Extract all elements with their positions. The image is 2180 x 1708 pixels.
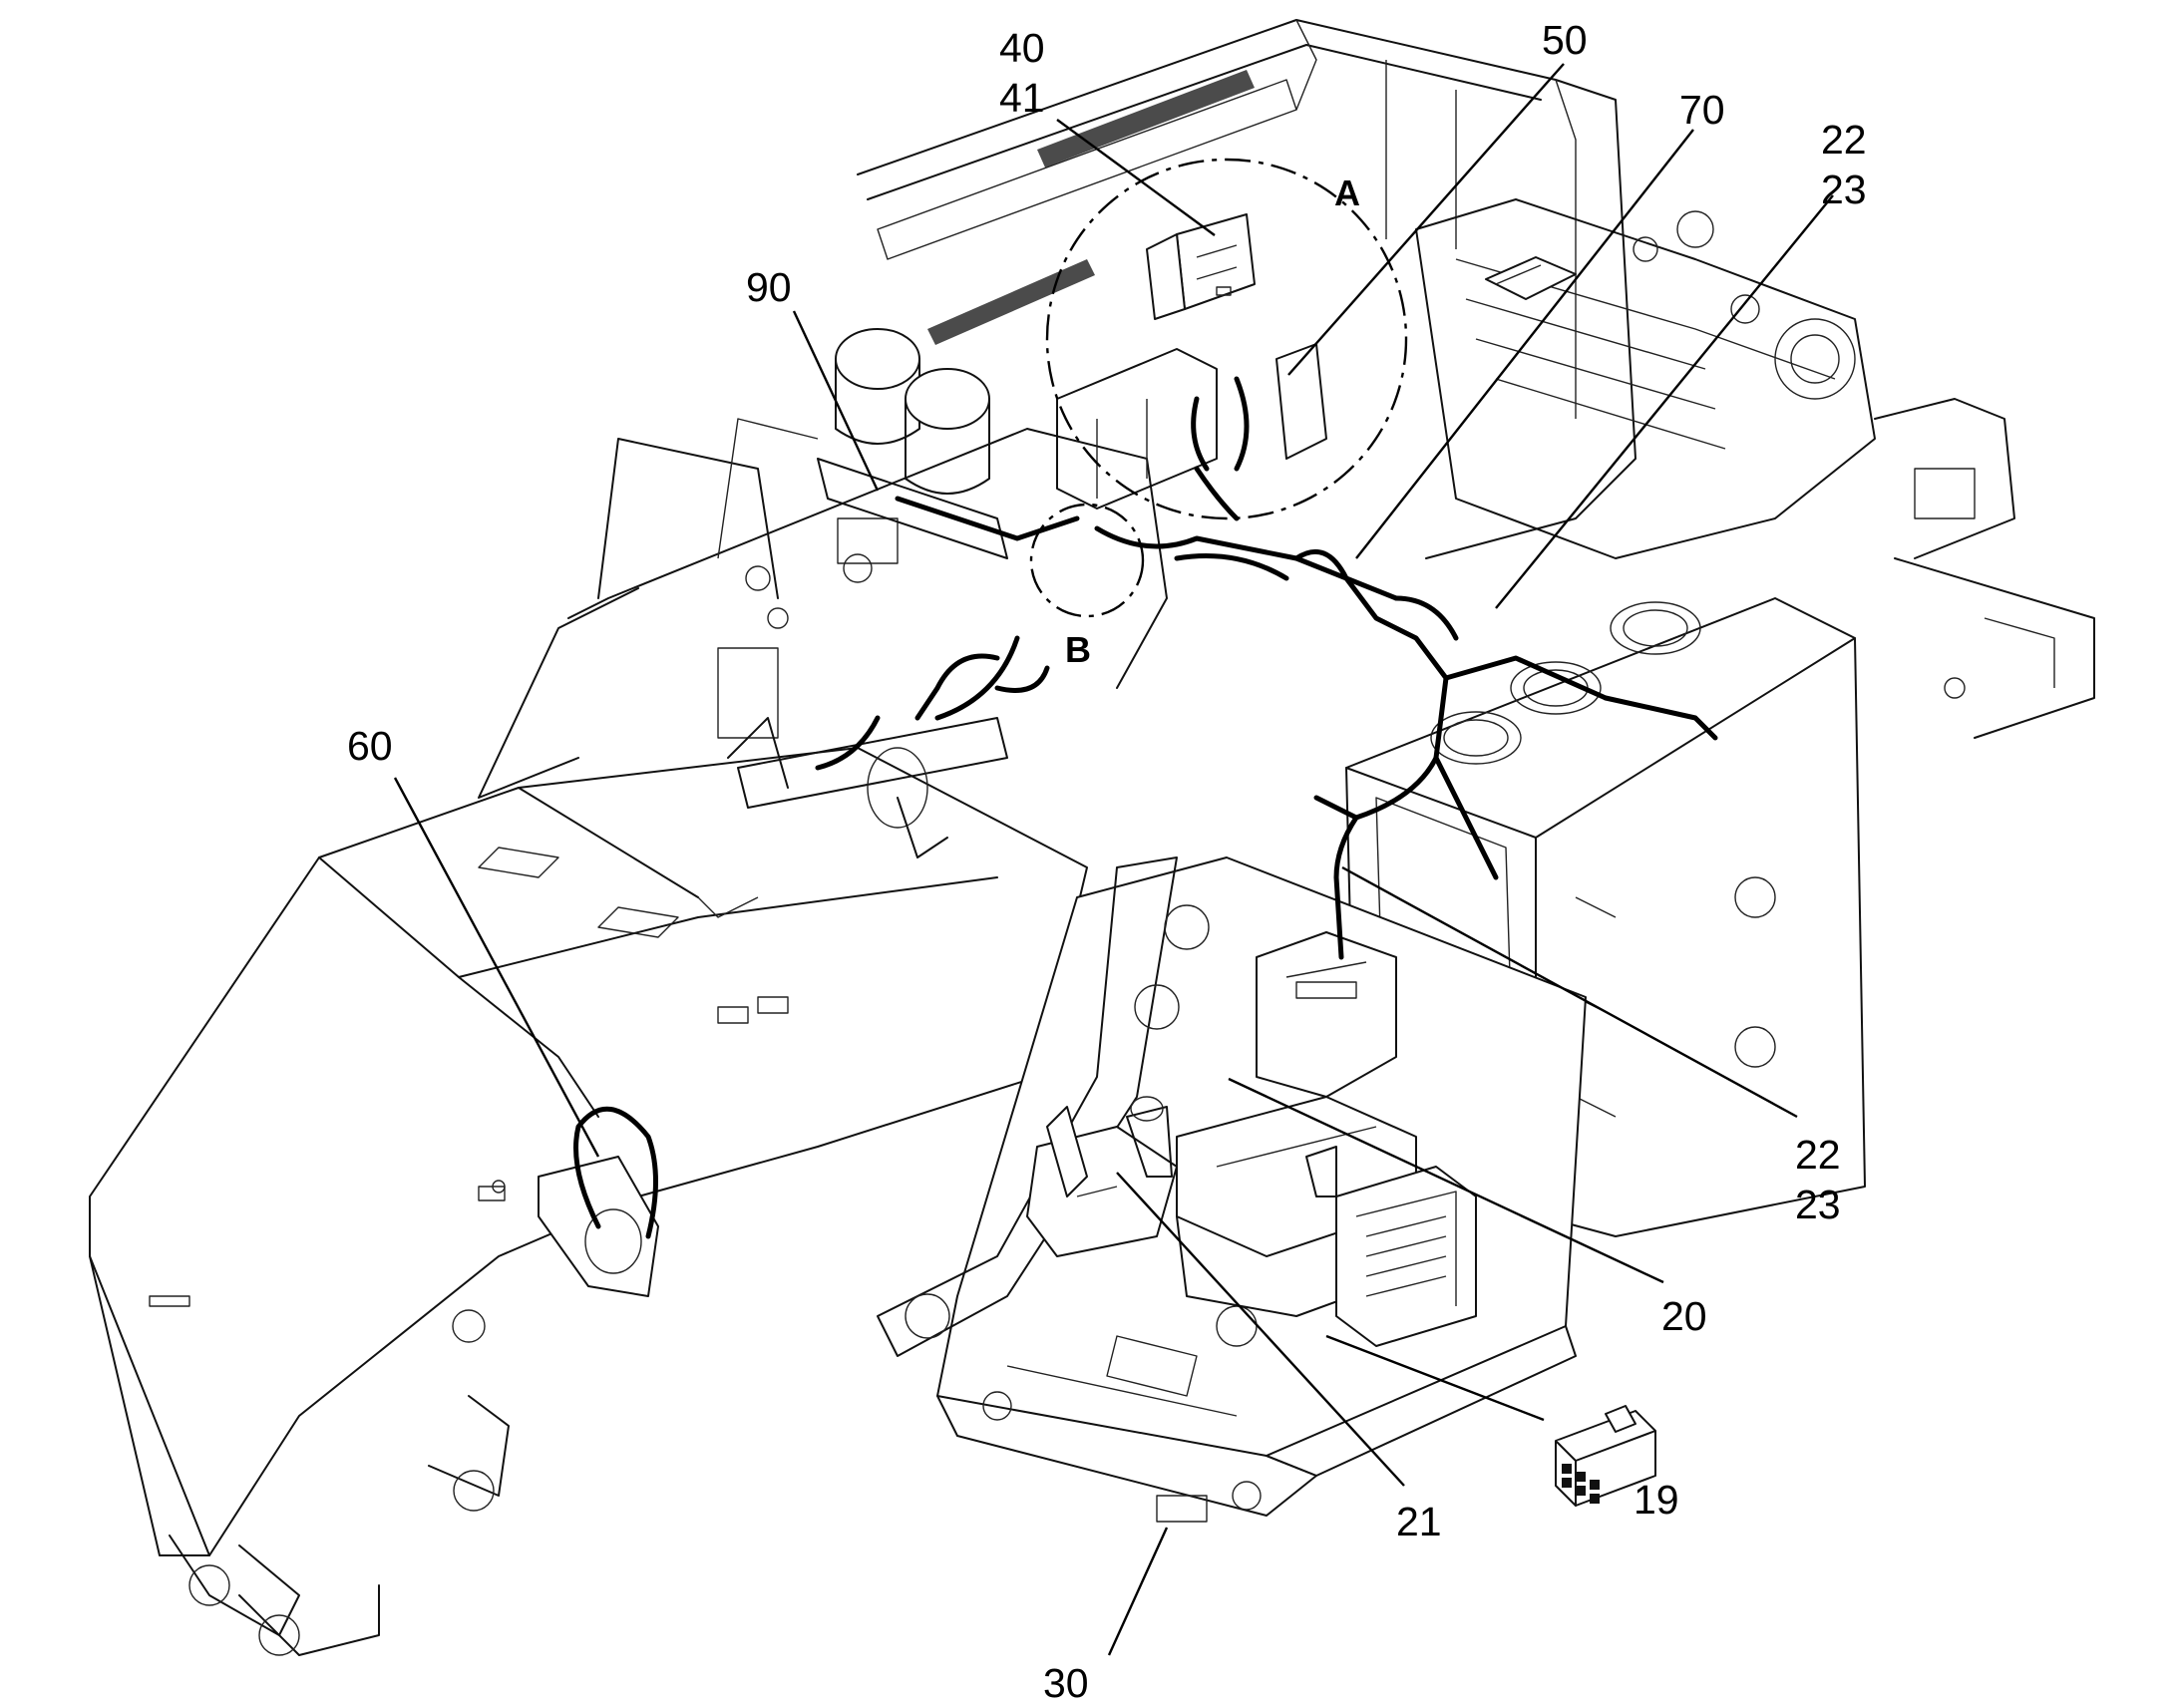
boom-cylinder xyxy=(727,717,1008,858)
reservoirs xyxy=(817,328,1008,559)
leader-21 xyxy=(1116,1172,1405,1487)
operator-seat xyxy=(1176,931,1477,1347)
detail-view-b-label: B xyxy=(1065,629,1091,670)
leader-22-23-top xyxy=(1495,194,1834,609)
callout-40: 40 xyxy=(999,25,1045,71)
leader-40-41 xyxy=(1056,119,1216,236)
callout-23-right: 23 xyxy=(1795,1182,1841,1227)
callout-labels: 40 41 50 70 22 23 90 60 22 23 20 19 21 3… xyxy=(347,17,1867,1706)
detail-view-b: B xyxy=(1029,503,1145,670)
leader-20 xyxy=(1228,1077,1664,1284)
leader-19 xyxy=(1325,1334,1545,1422)
callout-20: 20 xyxy=(1661,1293,1707,1339)
leader-50 xyxy=(1287,63,1565,376)
callout-70: 70 xyxy=(1679,87,1725,133)
boom xyxy=(89,747,1088,1656)
electrical-box xyxy=(1146,213,1256,320)
callout-19: 19 xyxy=(1634,1477,1679,1523)
callout-41: 41 xyxy=(999,75,1045,121)
left-console xyxy=(1026,1096,1178,1257)
wiring-harness xyxy=(815,376,1718,960)
callout-22-top: 22 xyxy=(1821,117,1867,163)
leader-22-23-right xyxy=(1341,865,1798,1119)
callout-90: 90 xyxy=(746,264,792,310)
leader-30 xyxy=(1107,1527,1169,1656)
leader-60 xyxy=(393,777,600,1158)
callout-60: 60 xyxy=(347,723,393,769)
detail-view-a-label: A xyxy=(1334,172,1360,213)
leader-90 xyxy=(792,310,880,492)
callout-22-right: 22 xyxy=(1795,1132,1841,1178)
upper-carriage-beam xyxy=(1874,398,2095,739)
boom-light xyxy=(538,1106,659,1297)
engine xyxy=(1415,198,1876,559)
leader-lines xyxy=(393,63,1834,1656)
upper-frame xyxy=(857,19,1636,559)
callout-23-top: 23 xyxy=(1821,167,1867,212)
callout-30: 30 xyxy=(1043,1660,1089,1706)
control-block xyxy=(1056,343,1327,510)
callout-21: 21 xyxy=(1396,1499,1442,1544)
left-platform xyxy=(478,418,1168,799)
leader-70 xyxy=(1355,129,1694,559)
detail-view-a: A xyxy=(1045,158,1408,520)
callout-50: 50 xyxy=(1542,17,1588,63)
connector-icon xyxy=(1555,1405,1656,1507)
